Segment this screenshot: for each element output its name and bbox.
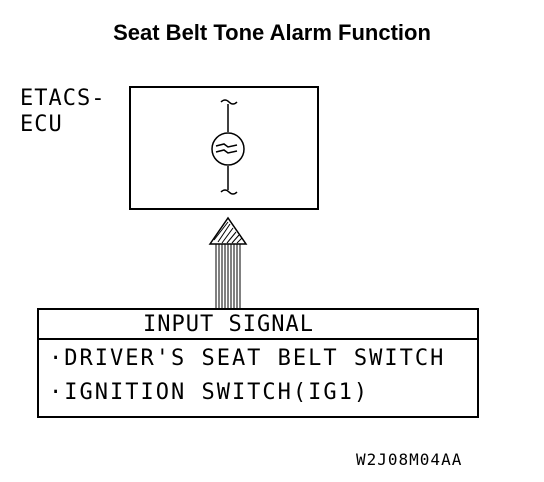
ecu-label-line2: ECU <box>20 112 63 137</box>
input-signal-header: INPUT SIGNAL <box>39 310 477 340</box>
figure-code: W2J08M04AA <box>356 450 463 469</box>
buzzer-icon <box>211 99 245 195</box>
ecu-label: ETACS- ECU <box>20 86 105 138</box>
signal-item: ·IGNITION SWITCH(IG1) <box>49 380 370 405</box>
signal-item: ·DRIVER'S SEAT BELT SWITCH <box>49 346 446 371</box>
input-signal-box: INPUT SIGNAL ·DRIVER'S SEAT BELT SWITCH … <box>37 308 479 418</box>
input-arrow <box>208 216 248 308</box>
ecu-box <box>129 86 319 210</box>
ecu-label-line1: ETACS- <box>20 86 106 111</box>
diagram-title: Seat Belt Tone Alarm Function <box>113 20 431 45</box>
input-signal-heading: INPUT SIGNAL <box>143 312 314 337</box>
